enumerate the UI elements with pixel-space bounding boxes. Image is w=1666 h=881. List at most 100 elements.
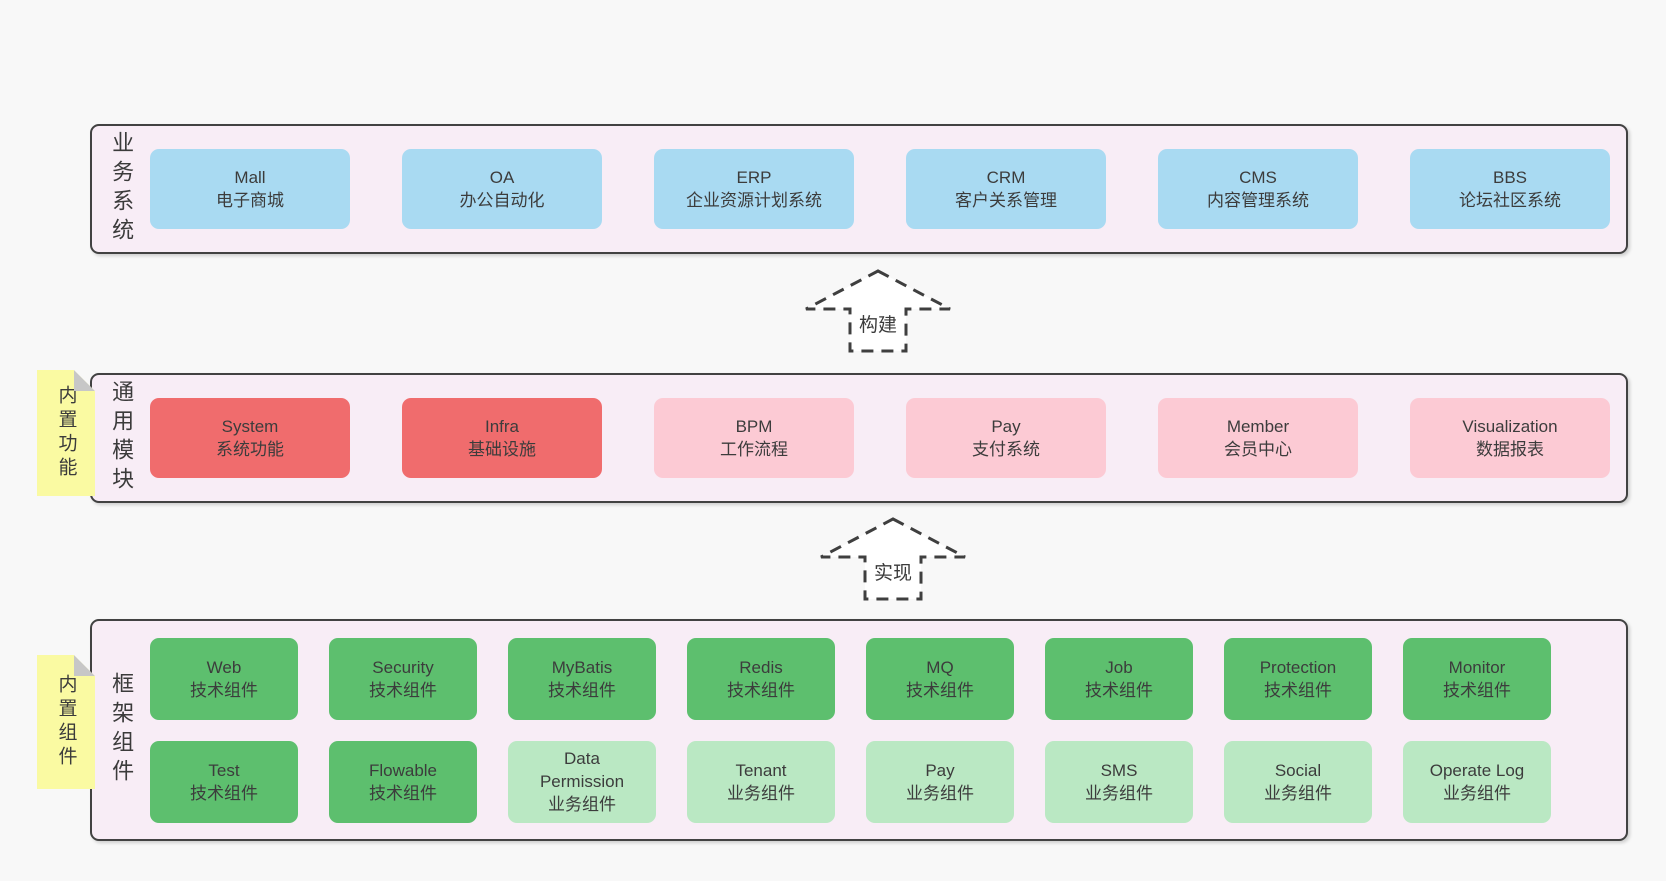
box-name: MyBatis — [551, 657, 613, 677]
box-desc: 办公自动化 — [459, 191, 545, 210]
box-name: MQ — [926, 657, 954, 677]
implement-arrow-label: 实现 — [874, 562, 912, 584]
box-name: Member — [1226, 417, 1290, 436]
implement-arrow-shape — [820, 517, 966, 601]
box-desc: 支付系统 — [972, 440, 1040, 459]
box-redis: Redis 技术组件 — [687, 637, 835, 720]
box-name: SMS — [1100, 760, 1138, 780]
implement-arrow: 实现 — [820, 517, 966, 601]
box-name: CRM — [986, 168, 1026, 187]
box-name: BPM — [735, 417, 773, 436]
build-arrow-shape — [805, 269, 951, 353]
sticky-built-in-features: 内置功能 — [37, 370, 95, 496]
box-desc: 业务组件 — [1443, 783, 1511, 803]
box-bbs: BBS 论坛社区系统 — [1410, 149, 1610, 229]
box-crm: CRM 客户关系管理 — [906, 149, 1106, 229]
box-name: ERP — [736, 168, 772, 187]
box-desc: 技术组件 — [369, 783, 437, 803]
box-mybatis: MyBatis 技术组件 — [508, 637, 656, 720]
layer-framework-content: Web 技术组件 Security 技术组件 MyBatis 技术组件 Redi… — [150, 621, 1626, 839]
sticky-built-in-components: 内置组件 — [37, 655, 95, 789]
layer-label-text: 通用模块 — [109, 380, 135, 496]
box-member: Member 会员中心 — [1158, 398, 1358, 478]
box-name: Data Permission — [539, 749, 625, 791]
layer-business-label: 业务系统 — [92, 126, 150, 252]
layer-modules-label: 通用模块 — [92, 375, 150, 501]
box-social: Social 业务组件 — [1224, 740, 1372, 823]
box-desc: 系统功能 — [216, 440, 284, 459]
framework-row-1: Web 技术组件 Security 技术组件 MyBatis 技术组件 Redi… — [150, 637, 1610, 720]
box-name: Social — [1274, 760, 1322, 780]
box-name: System — [221, 417, 279, 436]
box-desc: 技术组件 — [1264, 680, 1332, 700]
layer-framework-components: 框架组件 Web 技术组件 Security 技术组件 MyBatis 技术组件… — [90, 619, 1628, 841]
box-name: Visualization — [1462, 417, 1558, 436]
box-desc: 业务组件 — [1264, 783, 1332, 803]
framework-row-2: Test 技术组件 Flowable 技术组件 Data Permission … — [150, 740, 1610, 823]
box-desc: 企业资源计划系统 — [686, 191, 822, 210]
box-name: Operate Log — [1429, 760, 1525, 780]
box-desc: 数据报表 — [1476, 440, 1544, 459]
box-name: Job — [1105, 657, 1133, 677]
box-system: System 系统功能 — [150, 398, 350, 478]
box-mall: Mall 电子商城 — [150, 149, 350, 229]
build-arrow: 构建 — [805, 269, 951, 353]
box-name: BBS — [1492, 168, 1528, 187]
box-name: Pay — [925, 760, 955, 780]
box-desc: 技术组件 — [1085, 680, 1153, 700]
box-web: Web 技术组件 — [150, 637, 298, 720]
box-desc: 论坛社区系统 — [1459, 191, 1561, 210]
box-visualization: Visualization 数据报表 — [1410, 398, 1610, 478]
box-pay-component: Pay 业务组件 — [866, 740, 1014, 823]
layer-common-modules: 通用模块 System 系统功能 Infra 基础设施 BPM 工作流程 Pay… — [90, 373, 1628, 503]
box-desc: 电子商城 — [216, 191, 284, 210]
box-name: Tenant — [735, 760, 787, 780]
box-data-permission: Data Permission 业务组件 — [508, 740, 656, 823]
box-name: Protection — [1259, 657, 1337, 677]
box-desc: 技术组件 — [906, 680, 974, 700]
box-sms: SMS 业务组件 — [1045, 740, 1193, 823]
box-desc: 技术组件 — [190, 783, 258, 803]
box-name: Redis — [739, 657, 783, 677]
box-test: Test 技术组件 — [150, 740, 298, 823]
box-protection: Protection 技术组件 — [1224, 637, 1372, 720]
box-name: Pay — [991, 417, 1021, 436]
box-desc: 基础设施 — [468, 440, 536, 459]
layer-business-content: Mall 电子商城 OA 办公自动化 ERP 企业资源计划系统 CRM 客户关系… — [150, 126, 1626, 252]
box-monitor: Monitor 技术组件 — [1403, 637, 1551, 720]
box-desc: 技术组件 — [727, 680, 795, 700]
box-name: Test — [208, 760, 240, 780]
box-name: Web — [206, 657, 242, 677]
box-desc: 业务组件 — [727, 783, 795, 803]
layer-label-text: 业务系统 — [109, 131, 135, 247]
box-name: Mall — [234, 168, 266, 187]
box-name: CMS — [1239, 168, 1277, 187]
sticky-label: 内置功能 — [55, 385, 77, 481]
box-desc: 业务组件 — [906, 783, 974, 803]
box-tenant: Tenant 业务组件 — [687, 740, 835, 823]
layer-framework-label: 框架组件 — [92, 621, 150, 839]
box-mq: MQ 技术组件 — [866, 637, 1014, 720]
box-desc: 技术组件 — [1443, 680, 1511, 700]
sticky-label: 内置组件 — [55, 674, 77, 770]
box-desc: 技术组件 — [369, 680, 437, 700]
box-desc: 内容管理系统 — [1207, 191, 1309, 210]
layer-business-systems: 业务系统 Mall 电子商城 OA 办公自动化 ERP 企业资源计划系统 CRM… — [90, 124, 1628, 254]
box-oa: OA 办公自动化 — [402, 149, 602, 229]
box-erp: ERP 企业资源计划系统 — [654, 149, 854, 229]
box-name: Infra — [484, 417, 520, 436]
box-desc: 客户关系管理 — [955, 191, 1057, 210]
box-desc: 技术组件 — [548, 680, 616, 700]
box-name: Security — [372, 657, 434, 677]
box-security: Security 技术组件 — [329, 637, 477, 720]
box-desc: 会员中心 — [1224, 440, 1292, 459]
box-name: Monitor — [1448, 657, 1506, 677]
box-flowable: Flowable 技术组件 — [329, 740, 477, 823]
box-name: Flowable — [368, 760, 438, 780]
box-pay: Pay 支付系统 — [906, 398, 1106, 478]
box-bpm: BPM 工作流程 — [654, 398, 854, 478]
layer-label-text: 框架组件 — [109, 672, 135, 788]
layer-modules-content: System 系统功能 Infra 基础设施 BPM 工作流程 Pay 支付系统… — [150, 375, 1626, 501]
box-name: OA — [489, 168, 515, 187]
